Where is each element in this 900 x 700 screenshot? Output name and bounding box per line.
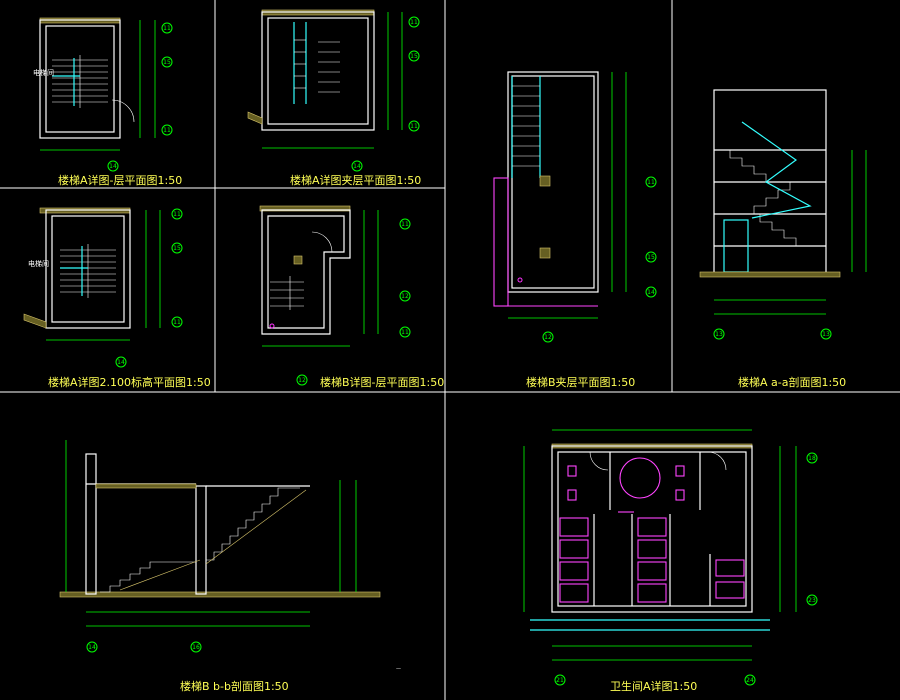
grid-bubble-p8-d: 24 (746, 677, 754, 684)
grid-bubble-p8-c: 21 (556, 677, 564, 684)
grid-bubble-p5-a: 11 (173, 211, 181, 218)
accessible-toilet-symbol (619, 457, 661, 499)
drawing-title-p6: 楼梯B详图-层平面图1:50 (320, 375, 444, 389)
drawing-title-p4: 楼梯A a-a剖面图1:50 (738, 375, 846, 389)
grid-bubble-p8-b: 23 (808, 597, 816, 604)
room-label-p1: 电梯间 (33, 68, 54, 77)
grid-bubble-p6-a: 11 (401, 221, 409, 228)
grid-bubble-p6-c: 11 (401, 329, 409, 336)
grid-bubble-p3-c: 14 (647, 289, 655, 296)
grid-bubble-p7-a: 14 (88, 644, 96, 651)
grid-bubble-p1-c: 11 (163, 127, 171, 134)
note-legend-p7: — (396, 666, 401, 672)
drawing-title-p5: 楼梯A详图2.100标高平面图1:50 (48, 375, 211, 389)
room-label-p5: 电梯间 (28, 259, 49, 268)
grid-bubble-p7-b: 16 (192, 644, 200, 651)
drawing-stair-b-mezzanine-plan: 11 15 14 12 楼梯B夹层平面图1:50 (493, 71, 657, 389)
drawing-title-p2: 楼梯A详图夹层平面图1:50 (290, 173, 421, 187)
drawing-title-p1: 楼梯A详图-层平面图1:50 (58, 173, 182, 187)
grid-bubble-p1-d: 14 (109, 163, 117, 170)
drawing-stair-b-1f-plan: 11 12 11 12 楼梯B详图-层平面图1:50 (259, 205, 444, 389)
grid-bubble-p1-a: 11 (163, 25, 171, 32)
grid-bubble-p2-d: 14 (353, 163, 361, 170)
grid-bubble-p5-c: 11 (173, 319, 181, 326)
grid-bubble-p2-a: 11 (410, 19, 418, 26)
drawing-title-p8: 卫生间A详图1:50 (610, 679, 697, 693)
drawing-stair-a-2100-plan: 11 15 11 14 电梯间 楼梯A详图2.100标高平面图1:50 (23, 207, 211, 389)
grid-bubble-p2-c: 11 (410, 123, 418, 130)
drawing-stair-a-1f-plan: 11 15 11 14 电梯间 楼梯A详图-层平面图1:50 (33, 17, 182, 187)
drawing-stair-b-section: 14 16 楼梯B b-b剖面图1:50 — (59, 440, 401, 693)
grid-bubble-p3-b: 15 (647, 254, 655, 261)
drawing-title-p7: 楼梯B b-b剖面图1:50 (180, 679, 289, 693)
grid-bubble-p4-b: 13 (822, 331, 830, 338)
grid-bubble-p8-a: 18 (808, 455, 816, 462)
grid-bubble-p4-a: 13 (715, 331, 723, 338)
grid-bubble-p5-b: 15 (173, 245, 181, 252)
grid-bubble-p6-b: 12 (401, 293, 409, 300)
grid-bubble-p5-d: 14 (117, 359, 125, 366)
drawing-title-p3: 楼梯B夹层平面图1:50 (526, 375, 635, 389)
grid-bubble-p6-d: 12 (298, 377, 306, 384)
drawing-stair-a-section: 13 13 楼梯A a-a剖面图1:50 (699, 89, 867, 389)
grid-bubble-p3-a: 11 (647, 179, 655, 186)
grid-bubble-p3-d: 12 (544, 334, 552, 341)
drawing-toilet-a-detail: 18 23 21 24 卫生间A详图1:50 (523, 429, 818, 693)
drawing-stair-a-mezzanine-plan: 11 15 11 14 楼梯A详图夹层平面图1:50 (247, 9, 421, 187)
grid-bubble-p1-b: 15 (163, 59, 171, 66)
grid-bubble-p2-b: 15 (410, 53, 418, 60)
